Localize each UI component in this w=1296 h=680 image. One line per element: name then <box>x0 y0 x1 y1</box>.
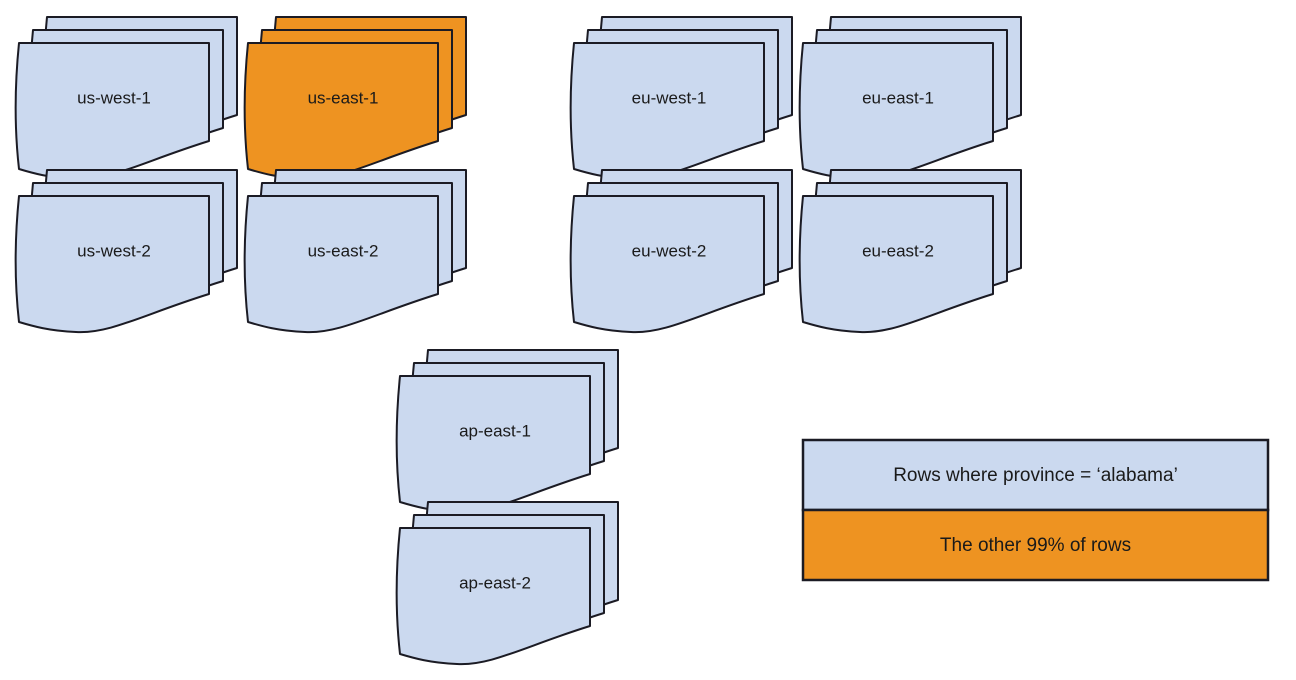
legend-row-legend-orange: The other 99% of rows <box>801 508 1270 582</box>
document-stack-label: eu-west-1 <box>632 88 707 107</box>
document-stack-eu-east-1[interactable]: eu-east-1 <box>798 16 1022 181</box>
document-stacks-layer: us-west-1 us-east-1 eu-west-1 eu-east-1 us-w… <box>14 16 1022 666</box>
document-sheet-front <box>569 195 765 334</box>
document-stack-label: ap-east-1 <box>459 421 531 440</box>
document-sheet-front <box>14 195 210 334</box>
document-stack-label: eu-east-1 <box>862 88 934 107</box>
document-stack-us-east-1[interactable]: us-east-1 <box>243 16 467 181</box>
document-sheet-front <box>798 195 994 334</box>
legend: Rows where province = ‘alabama’ The other… <box>801 438 1270 582</box>
document-stack-us-west-2[interactable]: us-west-2 <box>14 169 238 334</box>
legend-row-legend-blue: Rows where province = ‘alabama’ <box>801 438 1270 512</box>
legend-swatch <box>801 508 1270 582</box>
document-stack-ap-east-2[interactable]: ap-east-2 <box>395 501 619 666</box>
document-stack-label: us-east-2 <box>308 241 379 260</box>
legend-label: Rows where province = ‘alabama’ <box>893 465 1178 486</box>
document-stack-us-east-2[interactable]: us-east-2 <box>243 169 467 334</box>
document-stack-label: us-east-1 <box>308 88 379 107</box>
document-stack-label: us-west-1 <box>77 88 151 107</box>
document-stack-label: us-west-2 <box>77 241 151 260</box>
document-stack-eu-east-2[interactable]: eu-east-2 <box>798 169 1022 334</box>
document-stack-label: ap-east-2 <box>459 573 531 592</box>
document-stack-us-west-1[interactable]: us-west-1 <box>14 16 238 181</box>
legend-label: The other 99% of rows <box>940 535 1131 556</box>
document-stack-eu-west-2[interactable]: eu-west-2 <box>569 169 793 334</box>
document-stack-eu-west-1[interactable]: eu-west-1 <box>569 16 793 181</box>
document-stack-label: eu-east-2 <box>862 241 934 260</box>
document-sheet-front <box>395 527 591 666</box>
legend-swatch <box>801 438 1270 512</box>
document-stack-ap-east-1[interactable]: ap-east-1 <box>395 349 619 514</box>
document-sheet-front <box>243 195 439 334</box>
document-stack-label: eu-west-2 <box>632 241 707 260</box>
